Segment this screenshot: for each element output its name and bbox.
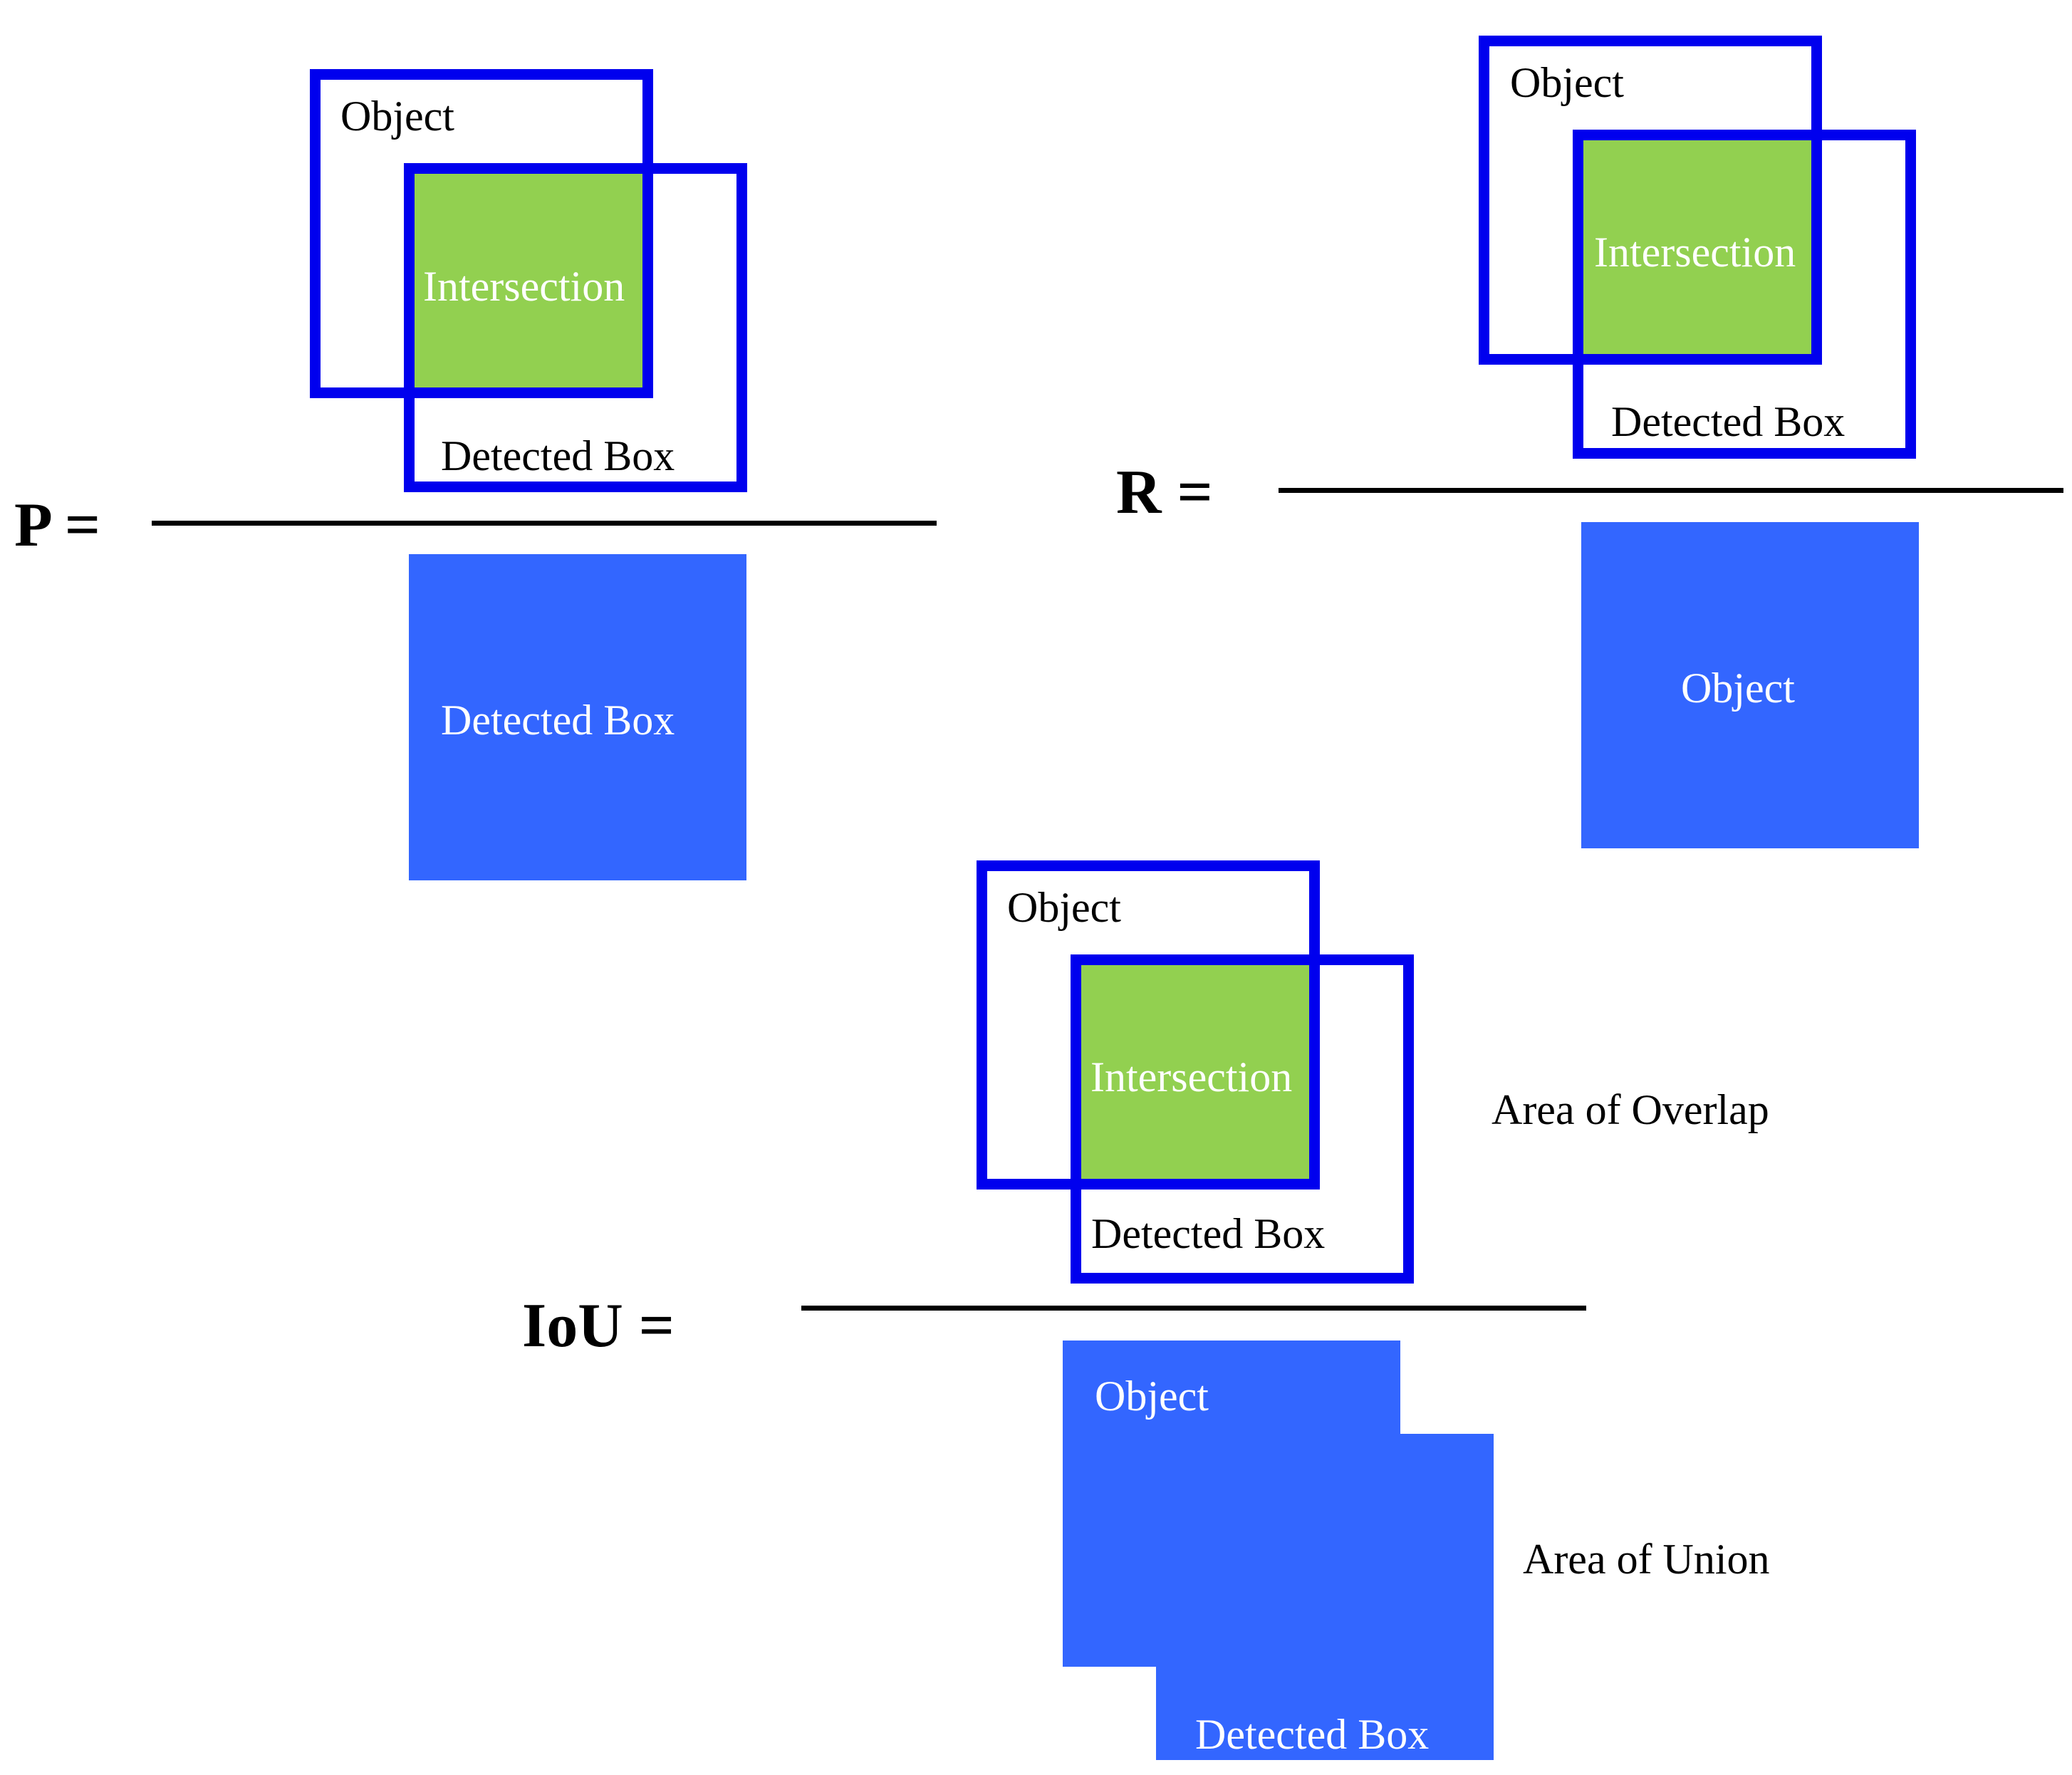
iou-detected-box [1071, 954, 1414, 1284]
precision-lhs: P = [14, 491, 101, 560]
precision-denominator-label: Detected Box [441, 697, 675, 744]
iou-lhs: IoU = [522, 1291, 675, 1360]
recall-object-label: Object [1510, 59, 1624, 106]
precision-fraction-line [152, 521, 937, 526]
precision-detected-box [404, 163, 747, 492]
recall-denominator-label: Object [1681, 665, 1795, 712]
precision-denominator-box [409, 554, 746, 880]
iou-object-label: Object [1007, 884, 1121, 931]
precision-object-box [310, 69, 653, 398]
recall-intersection-label: Intersection [1594, 229, 1796, 276]
iou-union-label: Area of Union [1523, 1536, 1770, 1583]
iou-intersection-label: Intersection [1090, 1053, 1293, 1100]
iou-object-box [977, 860, 1320, 1190]
recall-lhs: R = [1116, 458, 1213, 527]
precision-intersection-area [404, 163, 653, 398]
iou-detected-label: Detected Box [1091, 1210, 1326, 1257]
recall-intersection-area [1573, 130, 1822, 365]
recall-fraction-line [1279, 488, 2063, 493]
precision-object-label: Object [340, 93, 454, 140]
iou-denominator-detected-label: Detected Box [1195, 1711, 1430, 1758]
recall-object-box [1479, 36, 1822, 365]
recall-detected-box [1573, 130, 1916, 459]
iou-denominator-object-label: Object [1095, 1373, 1209, 1420]
precision-intersection-label: Intersection [423, 263, 625, 310]
iou-denominator-detected-area [1156, 1434, 1494, 1760]
iou-overlap-label: Area of Overlap [1491, 1086, 1769, 1133]
recall-denominator-box [1581, 522, 1919, 848]
iou-intersection-area [1071, 954, 1320, 1190]
iou-fraction-line [801, 1306, 1586, 1311]
recall-detected-label: Detected Box [1611, 398, 1845, 445]
precision-detected-label: Detected Box [441, 432, 675, 479]
